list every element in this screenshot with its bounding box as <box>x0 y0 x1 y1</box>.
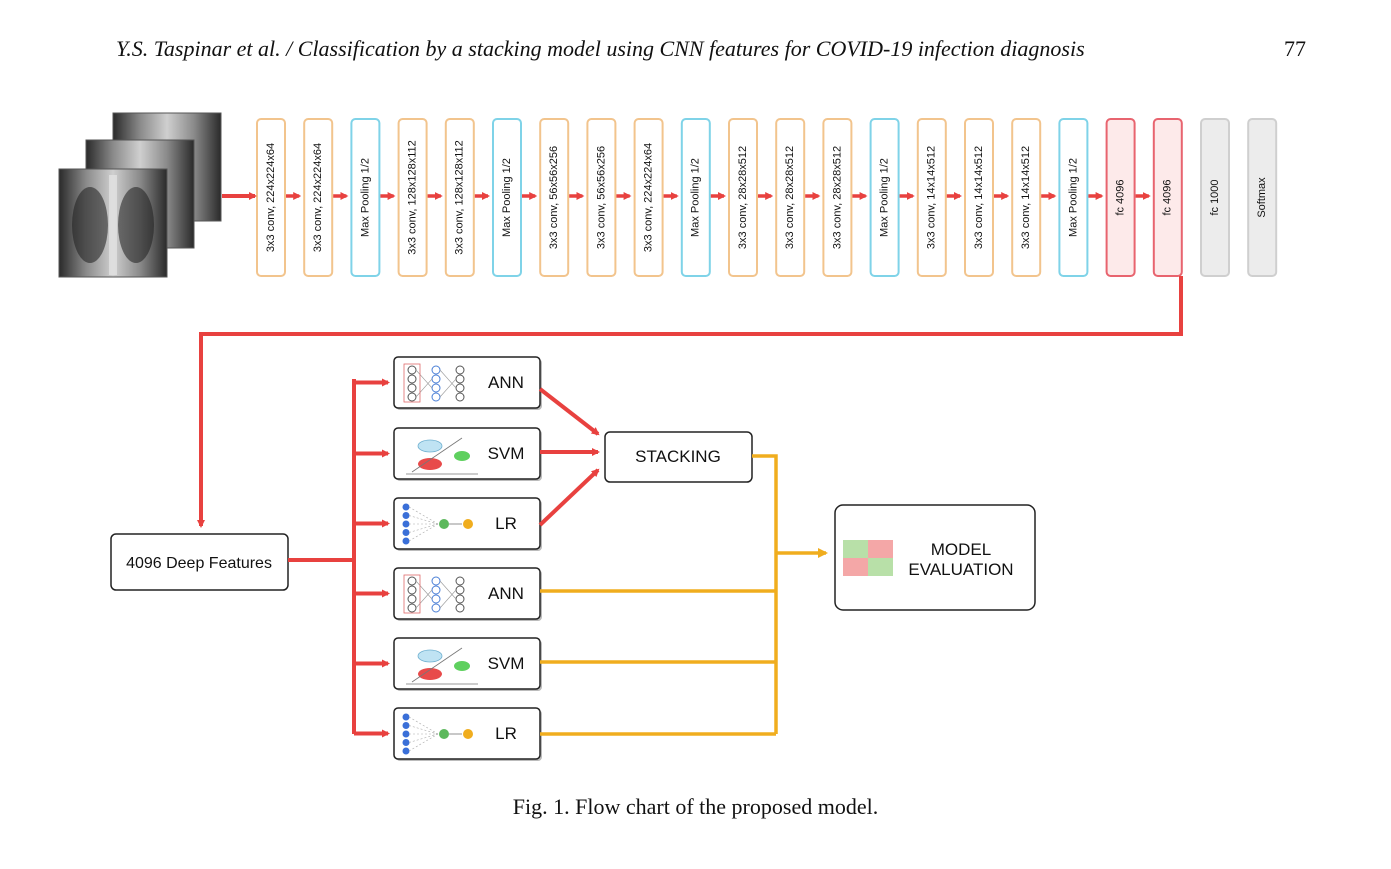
model-evaluation-box: MODEL EVALUATION <box>834 504 1036 611</box>
cnn-layer-label: 3x3 conv, 224x224x64 <box>265 143 277 252</box>
running-header: Y.S. Taspinar et al. / Classification by… <box>116 36 1306 68</box>
cnn-layer-label: fc 1000 <box>1209 179 1221 215</box>
cnn-layer-4: 3x3 conv, 128x128x112 <box>397 118 428 277</box>
classifier-label: SVM <box>488 444 525 463</box>
cnn-layer-label: 3x3 conv, 14x14x512 <box>926 146 938 249</box>
cnn-layer-14: Max Pooling 1/2 <box>869 118 900 277</box>
svm-diagram-icon <box>406 437 478 475</box>
stacking-label: STACKING <box>635 447 721 466</box>
stacking-box: STACKING <box>604 431 753 483</box>
cnn-layer-2: 3x3 conv, 224x224x64 <box>303 118 334 277</box>
cnn-layer-label: fc 4096 <box>1162 179 1174 215</box>
classifier-box-ann: ANN <box>393 567 542 621</box>
cnn-layer-5: 3x3 conv, 128x128x112 <box>444 118 475 277</box>
cnn-layer-8: 3x3 conv, 56x56x256 <box>586 118 617 277</box>
cnn-layer-1: 3x3 conv, 224x224x64 <box>256 118 286 277</box>
cnn-layer-label: Max Pooling 1/2 <box>690 158 702 237</box>
evaluation-label-line1: MODEL <box>931 540 991 559</box>
cnn-layer-label: fc 4096 <box>1115 179 1127 215</box>
cnn-layer-label: Max Pooling 1/2 <box>501 158 513 237</box>
cnn-layer-6: Max Pooling 1/2 <box>492 118 522 277</box>
cnn-layer-15: 3x3 conv, 14x14x512 <box>916 118 947 277</box>
cnn-layer-22: Softmax <box>1247 118 1278 277</box>
cnn-layer-16: 3x3 conv, 14x14x512 <box>964 118 994 277</box>
stacking-to-evaluation-line <box>752 454 778 734</box>
cnn-layer-label: 3x3 conv, 28x28x512 <box>737 146 749 249</box>
classifier-box-ann: ANN <box>393 356 542 410</box>
neural-network-icon <box>403 574 465 614</box>
classifier-box-svm: SVM <box>393 427 542 481</box>
running-title: Y.S. Taspinar et al. / Classification by… <box>116 36 1085 61</box>
page-number: 77 <box>1284 36 1306 61</box>
evaluation-label-line2: EVALUATION <box>908 560 1013 579</box>
cnn-layer-label: Max Pooling 1/2 <box>1067 158 1079 237</box>
cnn-layer-19: fc 4096 <box>1105 118 1136 277</box>
cnn-layer-label: 3x3 conv, 224x224x64 <box>312 143 324 252</box>
confusion-matrix-icon <box>843 540 893 576</box>
cnn-layer-label: 3x3 conv, 56x56x256 <box>595 146 607 249</box>
cnn-layer-label: 3x3 conv, 28x28x512 <box>831 146 843 249</box>
classifier-box-lr: LR <box>393 497 542 551</box>
cnn-layer-label: Softmax <box>1256 177 1268 218</box>
cnn-layer-13: 3x3 conv, 28x28x512 <box>822 118 853 277</box>
classifier-label: ANN <box>488 584 524 603</box>
cnn-layer-label: 3x3 conv, 56x56x256 <box>548 146 560 249</box>
cnn-layer-label: 3x3 conv, 128x128x112 <box>407 140 419 255</box>
classifier-label: LR <box>495 514 517 533</box>
classifier-column: ANN SVM LR ANN SVM LR <box>354 356 542 761</box>
cnn-layer-18: Max Pooling 1/2 <box>1058 118 1089 277</box>
figure-caption: Fig. 1. Flow chart of the proposed model… <box>512 794 879 819</box>
cnn-layer-9: 3x3 conv, 224x224x64 <box>633 118 664 277</box>
deep-features-box: 4096 Deep Features <box>110 533 289 591</box>
classifier-label: LR <box>495 724 517 743</box>
classifier-box-svm: SVM <box>393 637 542 691</box>
feature-extraction-connector <box>197 276 1183 528</box>
cnn-layer-label: 3x3 conv, 224x224x64 <box>643 143 655 252</box>
deep-features-label: 4096 Deep Features <box>126 555 272 572</box>
cnn-layer-label: 3x3 conv, 28x28x512 <box>784 146 796 249</box>
cnn-layer-label: Max Pooling 1/2 <box>359 158 371 237</box>
cnn-layer-20: fc 4096 <box>1152 118 1183 277</box>
cnn-layer-label: 3x3 conv, 128x128x112 <box>454 140 466 255</box>
cnn-layer-21: fc 1000 <box>1200 118 1230 277</box>
neural-network-icon <box>403 363 465 403</box>
classifier-label: SVM <box>488 654 525 673</box>
cnn-layer-label: 3x3 conv, 14x14x512 <box>973 146 985 249</box>
cnn-layer-label: 3x3 conv, 14x14x512 <box>1020 146 1032 249</box>
chest-xray-images-icon <box>58 112 222 278</box>
cnn-layer-17: 3x3 conv, 14x14x512 <box>1011 118 1042 277</box>
cnn-layer-7: 3x3 conv, 56x56x256 <box>539 118 570 277</box>
fanout-trunk <box>288 379 356 734</box>
cnn-layer-3: Max Pooling 1/2 <box>350 118 381 277</box>
classifier-box-lr: LR <box>393 707 542 761</box>
cnn-layer-10: Max Pooling 1/2 <box>680 118 711 277</box>
ann-to-stacking-arrow <box>538 387 600 436</box>
lr-to-stacking-arrow <box>538 468 600 527</box>
cnn-layer-12: 3x3 conv, 28x28x512 <box>775 118 806 277</box>
svm-diagram-icon <box>406 647 478 685</box>
logistic-regression-icon <box>402 713 473 755</box>
cnn-layer-11: 3x3 conv, 28x28x512 <box>728 118 758 277</box>
classifier-label: ANN <box>488 373 524 392</box>
cnn-architecture: 3x3 conv, 224x224x64 3x3 conv, 224x224x64… <box>256 118 1278 277</box>
logistic-regression-icon <box>402 503 473 545</box>
cnn-layer-label: Max Pooling 1/2 <box>879 158 891 237</box>
